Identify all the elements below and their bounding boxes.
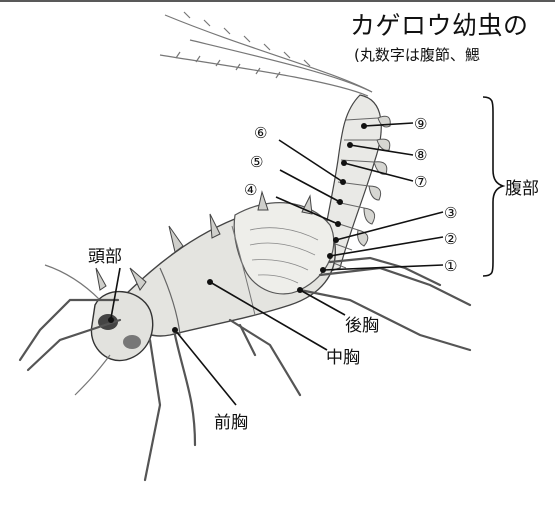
label-metathorax: 後胸 — [345, 316, 379, 336]
second-eye — [123, 335, 141, 349]
segment-4-dot — [335, 221, 341, 227]
segment-6-leader — [279, 140, 343, 182]
segment-6-dot — [340, 179, 346, 185]
segment-label-1: ① — [444, 257, 457, 275]
prothorax-pointer-dot — [172, 327, 178, 333]
segment-1-dot — [320, 267, 326, 273]
mesothorax-pointer-dot — [207, 279, 213, 285]
head-spine — [96, 268, 106, 290]
segment-2-dot — [327, 253, 333, 259]
segment-9-dot — [361, 123, 367, 129]
segment-label-6: ⑥ — [254, 124, 267, 142]
segment-label-8: ⑧ — [414, 146, 427, 164]
segment-3-dot — [333, 237, 339, 243]
segment-label-4: ④ — [244, 181, 257, 199]
label-head: 頭部 — [88, 247, 122, 267]
segment-5-dot — [337, 199, 343, 205]
label-mesothorax: 中胸 — [326, 348, 360, 368]
segment-label-2: ② — [444, 230, 457, 248]
caudal-filaments — [160, 12, 372, 96]
segment-8-dot — [347, 142, 353, 148]
segment-label-3: ③ — [444, 204, 457, 222]
segment-7-dot — [341, 160, 347, 166]
head-pointer-dot — [108, 317, 114, 323]
label-prothorax: 前胸 — [214, 413, 248, 433]
label-abdomen: 腹部 — [505, 179, 539, 199]
larva-illustration — [20, 12, 470, 480]
abdomen-brace — [483, 97, 503, 276]
segment-label-5: ⑤ — [250, 153, 263, 171]
metathorax-pointer-dot — [297, 287, 303, 293]
segment-label-9: ⑨ — [414, 115, 427, 133]
segment-label-7: ⑦ — [414, 173, 427, 191]
